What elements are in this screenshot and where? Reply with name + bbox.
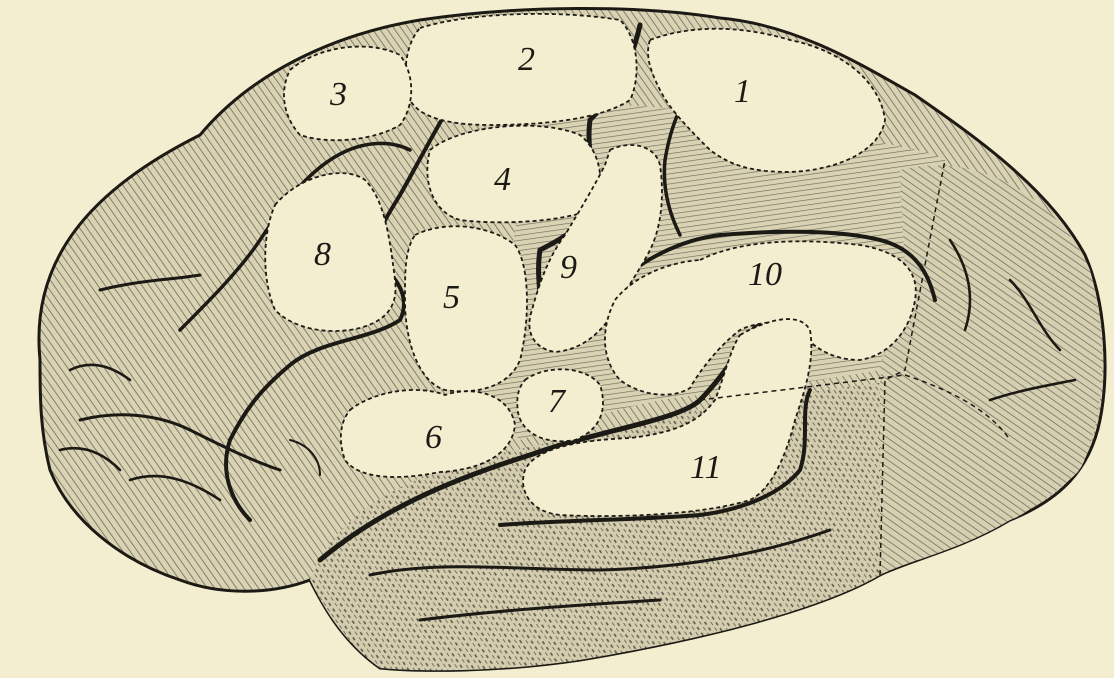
- region-label-7: 7: [548, 383, 567, 420]
- region-label-10: 10: [748, 256, 782, 293]
- region-label-8: 8: [314, 236, 331, 273]
- region-label-11: 11: [690, 449, 721, 486]
- region-4-area: [427, 126, 600, 223]
- region-label-9: 9: [560, 249, 577, 286]
- region-label-3: 3: [329, 76, 347, 113]
- region-3-area: [284, 47, 411, 141]
- region-label-5: 5: [443, 279, 460, 316]
- region-label-6: 6: [425, 419, 442, 456]
- region-label-2: 2: [518, 41, 535, 78]
- region-label-1: 1: [734, 73, 751, 110]
- region-label-4: 4: [494, 161, 511, 198]
- region-5-area: [405, 226, 527, 391]
